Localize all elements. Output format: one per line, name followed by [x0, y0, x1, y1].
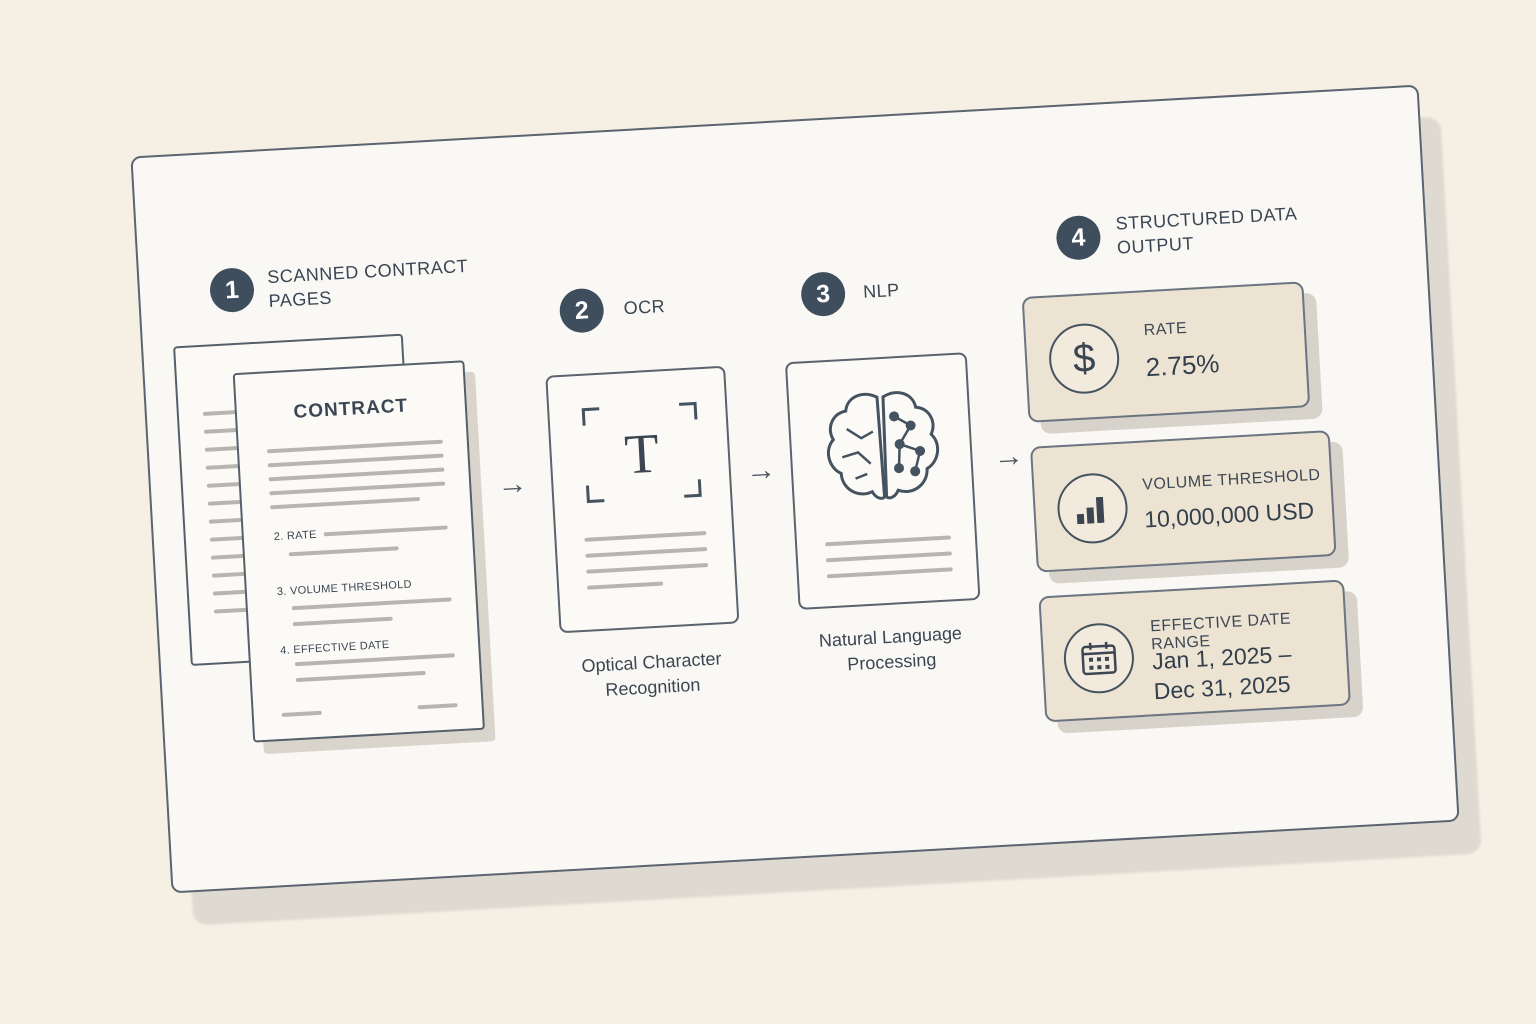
- output-volume-value: 10,000,000 USD: [1143, 497, 1315, 533]
- bar-chart-glyph: [1076, 496, 1105, 525]
- nlp-caption: Natural Language Processing: [790, 619, 992, 680]
- ocr-card: T: [545, 365, 740, 634]
- contract-item-volume-num: 3.: [276, 585, 288, 599]
- brain-icon: [826, 391, 940, 500]
- contract-item-rate: 2. RATE: [274, 529, 317, 543]
- dollar-glyph: $: [1071, 335, 1097, 381]
- output-date-value: Jan 1, 2025 – Dec 31, 2025: [1151, 639, 1294, 707]
- bar-chart-icon: [1055, 471, 1130, 546]
- step-2-title: OCR: [623, 295, 666, 319]
- contract-item-rate-label: RATE: [286, 528, 318, 543]
- step-4-badge: 4: [1055, 214, 1102, 261]
- step-1-badge: 1: [208, 266, 256, 314]
- contract-item-date-label: EFFECTIVE DATE: [293, 638, 390, 657]
- contract-item-date: 4. EFFECTIVE DATE: [280, 639, 390, 657]
- output-rate-value: 2.75%: [1144, 348, 1221, 383]
- step-3-badge: 3: [799, 270, 847, 318]
- dollar-icon: $: [1047, 321, 1122, 396]
- ocr-text-glyph: T: [623, 422, 661, 487]
- calendar-icon: [1062, 621, 1136, 696]
- output-rate-label: RATE: [1143, 319, 1188, 340]
- contract-item-volume: 3. VOLUME THRESHOLD: [277, 579, 413, 599]
- nlp-card: [784, 352, 981, 610]
- step-2-badge: 2: [558, 287, 605, 334]
- step-1-title: SCANNED CONTRACT PAGES: [267, 254, 470, 313]
- output-volume-card: VOLUME THRESHOLD 10,000,000 USD: [1030, 430, 1337, 573]
- contract-item-rate-num: 2.: [273, 530, 284, 544]
- contract-item-date-num: 4.: [279, 644, 291, 657]
- ocr-caption: Optical Character Recognition: [551, 645, 753, 706]
- step-3-title: NLP: [862, 279, 901, 302]
- output-rate-card: $ RATE 2.75%: [1021, 281, 1311, 423]
- step-4-title: STRUCTURED DATA OUTPUT: [1115, 202, 1299, 260]
- arrow-3: →: [992, 439, 1025, 474]
- contract-item-volume-label: VOLUME THRESHOLD: [289, 578, 413, 598]
- arrow-1: →: [496, 466, 529, 502]
- scan-frame-icon: [581, 401, 702, 504]
- calendar-glyph: [1081, 641, 1117, 676]
- output-volume-label: VOLUME THRESHOLD: [1141, 466, 1321, 494]
- arrow-2: →: [745, 453, 777, 488]
- front-contract-page: CONTRACT 2. RATE 3. VOLUME THRESHOLD 4. …: [232, 360, 485, 743]
- output-date-value-line2: Dec 31, 2025: [1153, 670, 1292, 705]
- pipeline-board: 1 SCANNED CONTRACT PAGES CONTRACT: [130, 84, 1460, 894]
- contract-heading: CONTRACT: [293, 395, 409, 423]
- output-date-card: EFFECTIVE DATE RANGE Jan 1, 2025 – Dec 3…: [1038, 579, 1351, 723]
